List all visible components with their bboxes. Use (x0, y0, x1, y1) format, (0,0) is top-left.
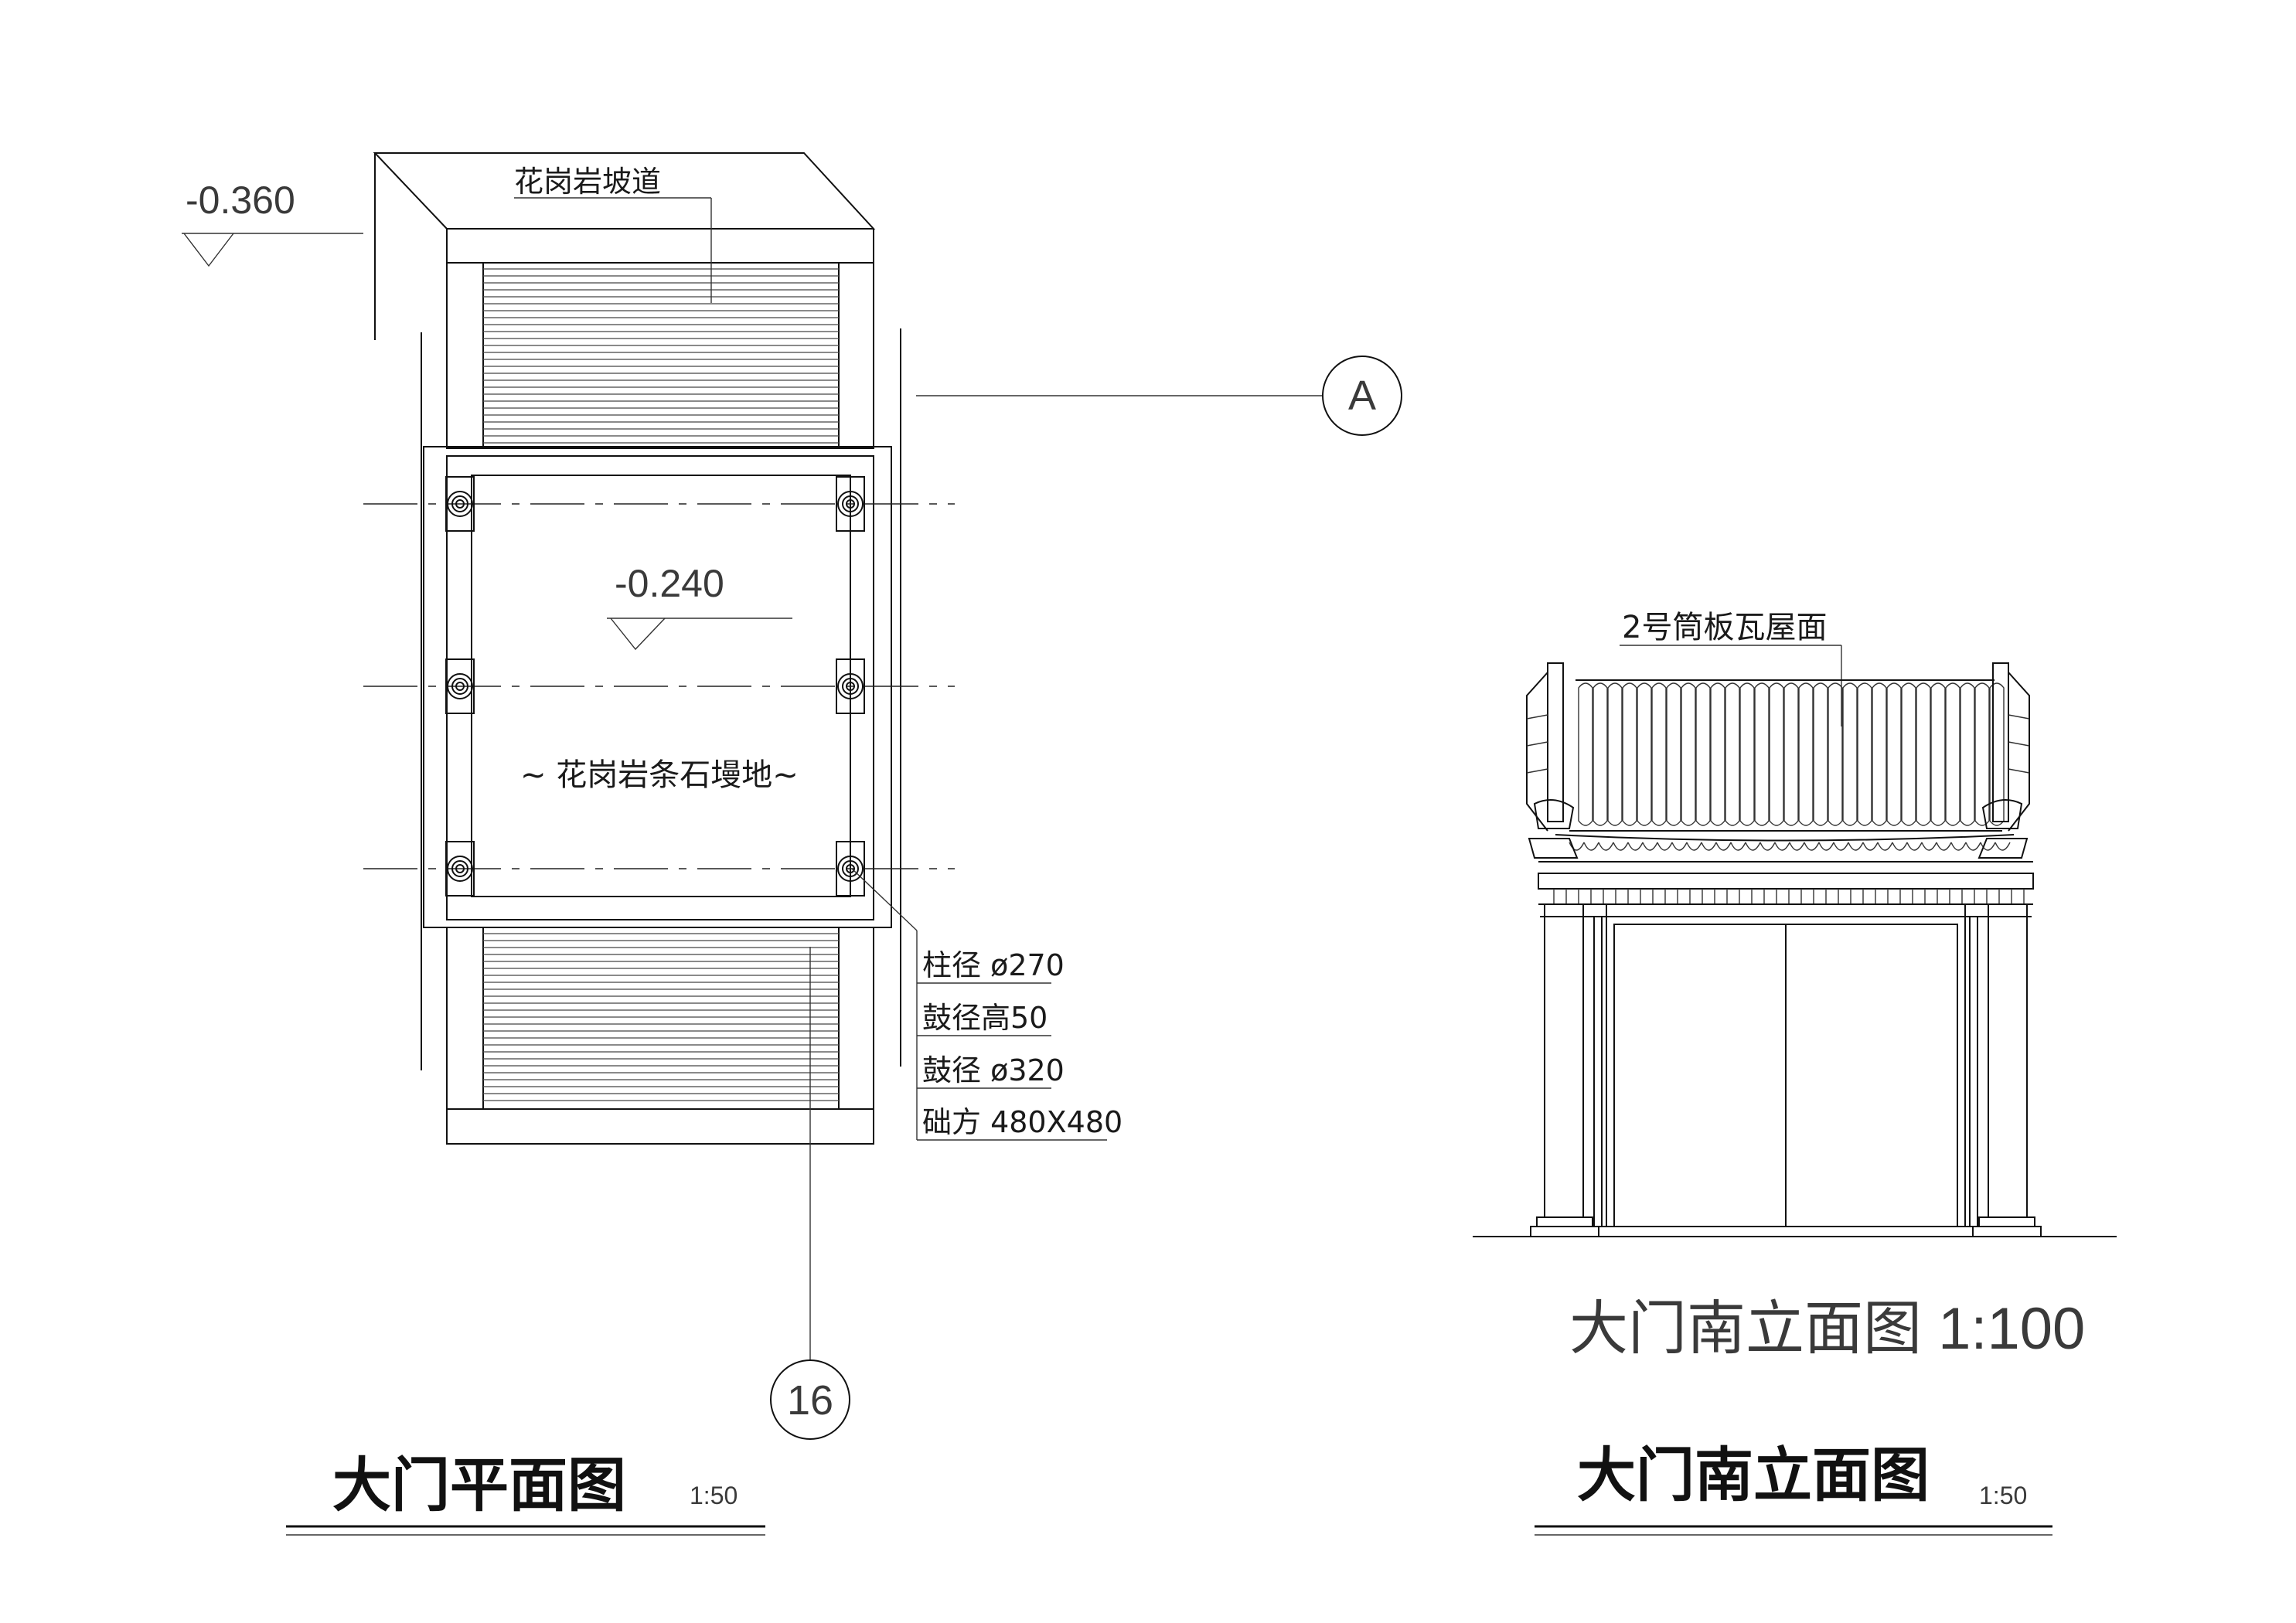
plan-title: 大门平面图 (332, 1451, 626, 1519)
column-base (836, 658, 865, 714)
column-base (836, 476, 865, 532)
roof-label: 2号筒板瓦屋面 (1622, 610, 1827, 645)
column-base (445, 476, 475, 532)
plan-title-block: 大门平面图 1:50 (286, 1451, 765, 1536)
elevation-marker-outer: -0.360 (182, 179, 363, 267)
roof-ridge-end-left (1526, 662, 1579, 859)
pavilion-platform (423, 446, 892, 928)
roof-ridge-end-right (1977, 662, 2030, 859)
column-base (445, 841, 475, 897)
column-spec-callout: 柱径 ø270 鼓径高50 鼓径 ø320 础方 480X480 (851, 868, 1122, 1141)
axis-16-callout: 16 (770, 947, 850, 1440)
gate-column-left (1530, 904, 1607, 1237)
spec-line-4: 础方 480X480 (922, 1105, 1122, 1139)
gate-door-opening (1593, 916, 1979, 1227)
column-base (445, 658, 475, 714)
column-base (836, 841, 865, 897)
elevation-outer-text: -0.360 (186, 179, 295, 222)
ramp-north-steps (446, 262, 874, 449)
ramp-south-steps (446, 927, 874, 1145)
gate-column-right (1964, 904, 2042, 1237)
roof-tiles (1538, 679, 2033, 874)
elevation-marker-inner: -0.240 (607, 562, 792, 651)
column-axis-lines (363, 503, 955, 869)
axis-16-label: 16 (787, 1377, 833, 1424)
elevation-scale: 1:50 (1979, 1482, 2027, 1509)
spec-line-1: 柱径 ø270 (922, 948, 1065, 982)
ramp-label-leader: 花岗岩坡道 (514, 165, 712, 303)
elevation-title-block: 大门南立面图 1:50 (1535, 1441, 2052, 1536)
roof-label-leader: 2号筒板瓦屋面 (1620, 610, 1842, 726)
elevation-inner-text: -0.240 (615, 562, 724, 605)
gate-south-elevation: 2号筒板瓦屋面 (1473, 610, 2117, 1536)
elevation-title: 大门南立面图 (1577, 1441, 1930, 1509)
elevation-subtitle: 大门南立面图 1:100 (1569, 1296, 2085, 1362)
axis-a-callout: A (916, 356, 1402, 436)
columns (445, 476, 865, 897)
spec-line-3: 鼓径 ø320 (922, 1053, 1065, 1087)
ramp-label: 花岗岩坡道 (514, 165, 661, 199)
bracket-band (1538, 873, 2034, 917)
gate-plan-view: -0.360 花岗岩坡道 A (182, 152, 1402, 1536)
floor-label: ~ 花岗岩条石墁地~ (520, 757, 799, 793)
plan-scale: 1:50 (690, 1482, 738, 1509)
spec-line-2: 鼓径高50 (922, 1001, 1048, 1035)
axis-a-label: A (1348, 373, 1376, 419)
